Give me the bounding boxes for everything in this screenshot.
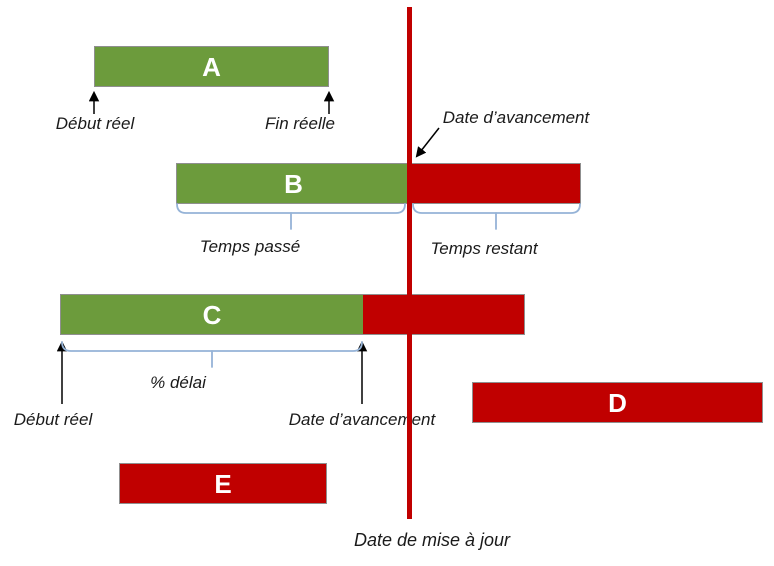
bar-b-label: B [284,168,303,199]
temps-passe-label: Temps passé [199,237,301,256]
update-date-line [407,7,412,519]
task-bar-d: D [472,382,763,423]
bar-d-label: D [608,387,627,418]
pct-delai-brace [61,341,363,352]
pct-delai-label: % délai [150,373,206,392]
bar-a-actual-segment: A [95,47,328,86]
bar-b-elapsed-segment: B [177,164,410,203]
bar-b-remaining-segment [410,164,580,203]
date-avancement-top-label: Date d’avancement [442,108,590,127]
task-bar-e: E [119,463,327,504]
date-mise-a-jour-label: Date de mise à jour [353,530,511,550]
bar-a-label: A [202,51,221,82]
bar-e-label: E [214,468,232,499]
date-avancement-bottom-label: Date d’avancement [288,410,436,429]
bar-e-segment: E [120,464,326,503]
fin-reelle-label: Fin réelle [265,114,335,133]
task-bar-a: A [94,46,329,87]
debut-reel-bottom-label: Début réel [13,410,93,429]
bar-c-label: C [202,299,222,330]
temps-restant-brace [412,203,581,214]
temps-restant-label: Temps restant [430,239,538,258]
temps-passe-brace [176,203,406,214]
task-bar-b: B [176,163,581,204]
task-bar-c: C [60,294,525,335]
bar-c-remaining-segment [363,295,524,334]
date-avancement-arrow-icon [415,127,440,158]
bar-c-elapsed-segment: C [61,295,363,334]
bar-d-segment: D [473,383,762,422]
debut-reel-top-label: Début réel [55,114,135,133]
